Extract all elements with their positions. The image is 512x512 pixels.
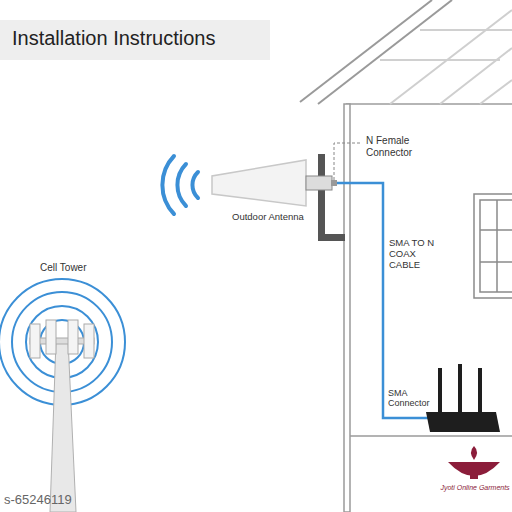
page-title: Installation Instructions — [12, 27, 215, 50]
connector-label: N Female Connector — [366, 135, 432, 158]
tower-label: Cell Tower — [40, 262, 120, 274]
leader-line — [334, 143, 362, 180]
outdoor-antenna — [212, 160, 306, 206]
antenna-label: Outdoor Antenna — [232, 212, 322, 223]
window — [474, 194, 512, 298]
house-wall — [344, 104, 350, 512]
brand-logo — [436, 440, 512, 512]
shelf-line — [350, 435, 512, 437]
brand-name: Jyoti Online Garments — [440, 484, 510, 492]
radio-waves — [162, 156, 198, 214]
antenna-clamp — [306, 176, 332, 190]
mount-bracket — [318, 154, 345, 241]
coax-cable — [337, 183, 430, 418]
cable-label: SMA TO N COAX CABLE — [389, 238, 449, 271]
watermark: s-65246119 — [4, 493, 124, 508]
router — [426, 364, 500, 432]
cell-tower — [0, 279, 125, 512]
roof — [300, 0, 512, 104]
n-female-connector — [331, 180, 337, 186]
connector-label: SMA Connector — [388, 388, 436, 409]
